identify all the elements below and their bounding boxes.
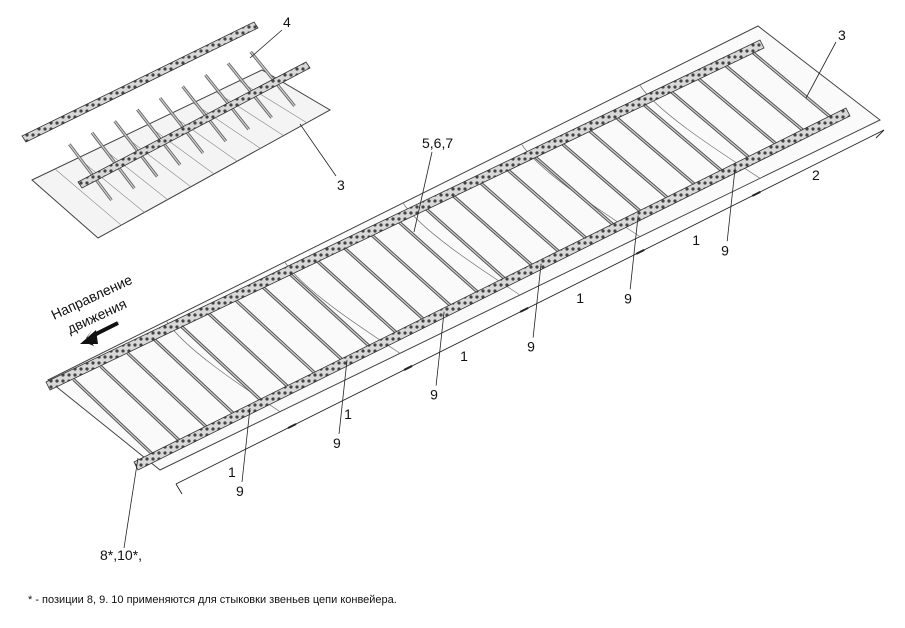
inset-slat-highlight — [227, 62, 273, 119]
connector-leader — [726, 167, 736, 242]
slat-highlight — [100, 365, 182, 443]
connector-leader — [338, 359, 348, 434]
main-base-plate — [47, 25, 881, 471]
main-chain-back — [45, 39, 765, 391]
slat-highlight — [316, 260, 399, 335]
inset-plate-line — [192, 102, 261, 149]
dimension-tick — [519, 307, 529, 313]
slat-highlight — [668, 89, 752, 160]
slat-highlight — [750, 50, 833, 120]
slat-highlight — [181, 326, 263, 402]
inset-slat-highlight — [250, 51, 296, 107]
dimension-label-1: 1 — [576, 290, 584, 306]
slat-highlight — [560, 142, 643, 214]
inset-leader-3 — [299, 123, 337, 177]
main-conveyor — [45, 25, 881, 471]
slat-highlight — [533, 155, 616, 227]
group-leader — [413, 151, 433, 233]
inset-leader-4 — [249, 29, 283, 59]
connector-callout-9: 9 — [527, 339, 535, 355]
connector-callout-9: 9 — [333, 435, 341, 451]
inset-chain-upper — [21, 21, 259, 143]
inset-slat-highlight — [204, 74, 250, 130]
connector-leader — [435, 311, 445, 386]
dimension-labels: 1 1 1 1 1 — [228, 232, 700, 480]
connector-leader — [532, 263, 542, 338]
inset-plate-line — [215, 91, 284, 136]
dimension-label-1: 1 — [692, 232, 700, 248]
inset-slat-highlight — [159, 97, 204, 154]
joint-callout: 8*,10*, — [100, 547, 142, 563]
dimension-ticks — [287, 190, 761, 429]
slat-highlight — [343, 247, 426, 322]
slat-highlight — [262, 286, 345, 362]
slat-highlight — [506, 168, 589, 241]
inset-plate-line — [123, 135, 191, 188]
dimension-tick — [403, 365, 413, 371]
footnote: * - позиции 8, 9. 10 применяются для сты… — [28, 594, 397, 606]
inset-slat-highlight — [91, 132, 135, 189]
inset-slat-highlight — [114, 120, 158, 177]
connector-callout-9: 9 — [721, 242, 729, 258]
inset-chain-lower — [77, 61, 311, 189]
slat-highlight — [614, 115, 698, 187]
inset-plate-line — [238, 80, 307, 124]
slat-highlight — [695, 76, 779, 147]
inset-slat-highlight — [136, 109, 181, 166]
connector-callouts: 9 9 9 9 9 9 — [236, 167, 736, 499]
group-callout: 5,6,7 — [422, 135, 453, 151]
inset-plate-line — [146, 124, 215, 175]
inset-plate-line — [77, 157, 145, 213]
slat-highlight — [154, 339, 236, 416]
main-slats — [72, 49, 834, 457]
inset-slat-highlight — [68, 143, 112, 201]
slat-highlight — [587, 129, 670, 200]
slat-highlight — [127, 352, 209, 429]
slat-highlight — [73, 378, 154, 456]
connector-leader — [241, 407, 251, 483]
inset-plate-line — [169, 113, 238, 162]
dimension-tick — [635, 248, 645, 255]
slat-highlight — [722, 63, 806, 133]
connector-callout-9: 9 — [236, 483, 244, 499]
main-leader-3 — [805, 41, 837, 99]
inset-slats — [68, 50, 296, 202]
dimension-label-2: 2 — [812, 167, 820, 183]
dimension-label-1: 1 — [228, 464, 236, 480]
slat-highlight — [370, 234, 453, 308]
connector-callout-9: 9 — [430, 387, 438, 403]
connector-callout-9: 9 — [624, 290, 632, 306]
dimension-tick — [287, 423, 297, 429]
connector-leader — [629, 215, 639, 290]
slat-highlight — [452, 194, 535, 268]
inset-slat-highlight — [182, 86, 227, 142]
dimension-label-1: 1 — [460, 348, 468, 364]
slat-highlight — [235, 300, 317, 375]
dimension-tick — [751, 190, 761, 197]
slat-highlight — [425, 207, 507, 281]
inset-plate-divisions — [54, 80, 307, 226]
joint-leader — [123, 457, 139, 549]
dimension-label-1: 1 — [344, 406, 352, 422]
inset-view: 4 3 — [21, 14, 345, 239]
slat-highlight — [289, 273, 372, 349]
slat-highlight — [479, 181, 562, 254]
slat-highlight — [398, 221, 480, 295]
slat-highlight — [641, 102, 725, 174]
main-callout-3: 3 — [838, 27, 846, 43]
inset-callout-4: 4 — [283, 14, 291, 30]
inset-plate-line — [54, 168, 122, 226]
inset-plate-line — [100, 146, 168, 200]
direction-indicator: Направление движения — [49, 271, 135, 346]
slat-highlight — [208, 313, 290, 389]
inset-callout-3: 3 — [337, 177, 345, 193]
